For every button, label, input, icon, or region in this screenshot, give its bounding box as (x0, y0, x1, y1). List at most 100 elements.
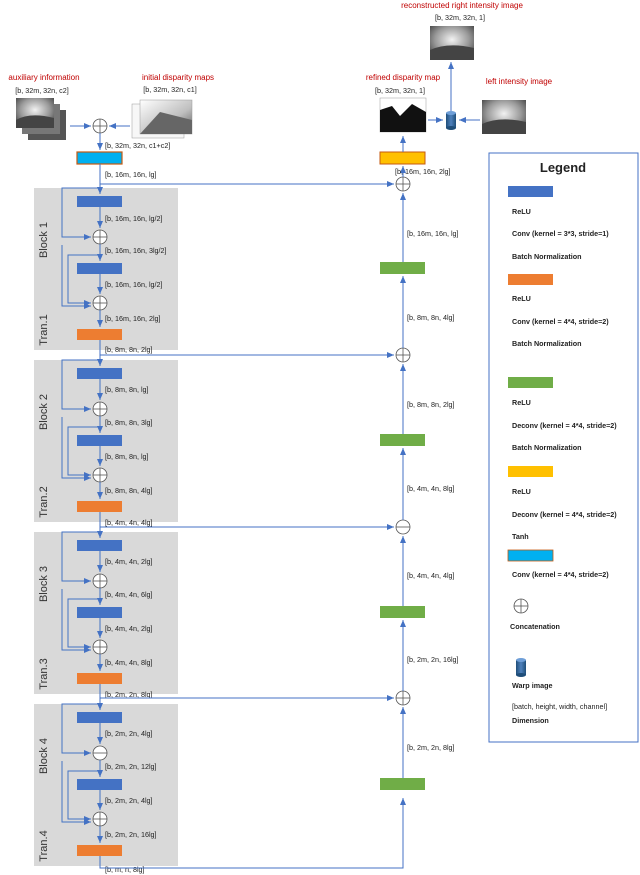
dec-dim-7: [b, 2m, 2n, 8lg] (407, 743, 455, 752)
initial-disparity-maps-label: initial disparity maps (142, 73, 214, 82)
enc-dim-19: [b, 2m, 2n, 16lg] (105, 830, 157, 839)
legend-green-swatch (508, 377, 553, 388)
block2-skip-2 (67, 426, 100, 478)
skip-first-to-decoder (99, 164, 394, 187)
dec-dim-5: [b, 4m, 4n, 4lg] (407, 571, 455, 580)
enc-dim-11: [b, 4m, 4n, 2lg] (105, 557, 153, 566)
block4-skip-2 (67, 770, 100, 822)
legend-blue-line-1: ReLU (512, 207, 531, 216)
block1-concat-2-icon (92, 295, 108, 311)
decoder-deconv-1 (380, 262, 425, 274)
left-intensity-image-label: left intensity image (486, 77, 553, 86)
decoder-final-deconv (379, 151, 426, 165)
decoder-deconv-4 (380, 778, 425, 790)
block2-conv2 (77, 435, 122, 446)
enc-dim-9: [b, 8m, 8n, 4lg] (105, 486, 153, 495)
left-intensity-image (482, 100, 526, 134)
decoder-concat-3-icon (395, 519, 411, 535)
skip-tran1-to-decoder (99, 340, 394, 358)
reconstructed-right-intensity-image-dim: [b, 32m, 32n, 1] (435, 13, 485, 22)
legend-blue-swatch (508, 186, 553, 197)
dec-dim-0: [b, 16m, 16n, 2lg] (395, 167, 451, 176)
legend-yellow-swatch (508, 466, 553, 477)
legend-blue-line-3: Batch Normalization (512, 252, 582, 261)
legend-concatenation-icon (513, 598, 529, 614)
enc-dim-6: [b, 8m, 8n, lg] (105, 385, 149, 394)
auxiliary-information-dim: [b, 32m, 32n, c2] (15, 86, 69, 95)
block3-conv1 (77, 540, 122, 551)
enc-dim-0: [b, 16m, 16n, lg] (105, 170, 157, 179)
block3-conv2 (77, 607, 122, 618)
legend-green-line-3: Batch Normalization (512, 443, 582, 452)
block3-concat-1-icon (92, 573, 108, 589)
block1-concat-1-icon (92, 229, 108, 245)
enc-dim-20: [b, m, n, 8lg] (105, 865, 145, 874)
legend-dimension-format: [batch, height, width, channel] (512, 702, 607, 711)
legend-green-line-2: Deconv (kernel = 4*4, stride=2) (512, 421, 617, 430)
tran4-conv (77, 845, 122, 856)
block4-concat-1-icon (92, 745, 108, 761)
first-conv-layer (76, 151, 123, 165)
tran-label-4: Tran.4 (38, 830, 50, 861)
enc-dim-10: [b, 4m, 4n, 4lg] (105, 518, 153, 527)
tran-label-1: Tran.1 (38, 314, 50, 345)
legend-orange-line-1: ReLU (512, 294, 531, 303)
block4-concat-2-icon (92, 811, 108, 827)
block2-conv1 (77, 368, 122, 379)
block1-conv2 (77, 263, 122, 274)
enc-dim-17: [b, 2m, 2n, 12lg] (105, 762, 157, 771)
legend-concatenation-label: Concatenation (510, 622, 560, 631)
enc-dim-12: [b, 4m, 4n, 6lg] (105, 590, 153, 599)
block3-skip-1 (61, 531, 100, 584)
block3-skip-3 (61, 589, 91, 653)
legend: Legend ReLU Conv (kernel = 3*3, stride=1… (488, 152, 639, 743)
bottleneck-connection (99, 798, 406, 869)
block4-skip-3 (61, 761, 91, 825)
legend-yellow-line-1: ReLU (512, 487, 531, 496)
initial-disparity-maps-dim: [b, 32m, 32n, c1] (143, 85, 197, 94)
enc-dim-14: [b, 4m, 4n, 8lg] (105, 658, 153, 667)
dec-dim-3: [b, 8m, 8n, 2lg] (407, 400, 455, 409)
legend-yellow-line-3: Tanh (512, 532, 529, 541)
legend-green-line-1: ReLU (512, 398, 531, 407)
auxiliary-information-label: auxiliary information (8, 73, 79, 82)
block-label-2: Block 2 (38, 394, 50, 430)
refined-disparity-map-dim: [b, 32m, 32n, 1] (375, 86, 425, 95)
block-label-4: Block 4 (38, 738, 50, 774)
enc-dim-15: [b, 2m, 2n, 8lg] (105, 690, 153, 699)
legend-orange-line-2: Conv (kernel = 4*4, stride=2) (512, 317, 609, 326)
enc-dim-7: [b, 8m, 8n, 3lg] (105, 418, 153, 427)
decoder-concatenation-icons (395, 176, 411, 706)
block4-conv2 (77, 779, 122, 790)
enc-dim-18: [b, 2m, 2n, 4lg] (105, 796, 153, 805)
block4-conv1 (77, 712, 122, 723)
decoder-deconv-3 (380, 606, 425, 618)
refined-disparity-map-image (379, 97, 427, 133)
block-label-3: Block 3 (38, 566, 50, 602)
initial-disparity-maps-image-stack (131, 99, 193, 139)
legend-orange-swatch (508, 274, 553, 285)
enc-dim-16: [b, 2m, 2n, 4lg] (105, 729, 153, 738)
decoder-deconv-2 (380, 434, 425, 446)
reconstructed-right-intensity-image-label: reconstructed right intensity image (401, 1, 523, 10)
tran2-conv (77, 501, 122, 512)
legend-box (488, 152, 639, 743)
dec-dim-2: [b, 8m, 8n, 4lg] (407, 313, 455, 322)
block1-skip-3 (61, 245, 91, 309)
legend-title: Legend (540, 160, 586, 175)
tran-label-2: Tran.2 (38, 486, 50, 517)
legend-warp-label: Warp image (512, 681, 552, 690)
auxiliary-information-image-stack (16, 98, 66, 140)
enc-dim-5: [b, 8m, 8n, 2lg] (105, 345, 153, 354)
enc-dim-3: [b, 16m, 16n, lg/2] (105, 280, 163, 289)
block1-skip-1 (61, 187, 100, 240)
dec-dim-1: [b, 16m, 16n, lg] (407, 229, 459, 238)
tran3-conv (77, 673, 122, 684)
legend-warp-icon (516, 658, 526, 677)
enc-dim-4: [b, 16m, 16n, 2lg] (105, 314, 161, 323)
enc-dim-2: [b, 16m, 16n, 3lg/2] (105, 246, 167, 255)
encoder-decoder-skip-connections (99, 164, 394, 701)
legend-blue-line-2: Conv (kernel = 3*3, stride=1) (512, 229, 609, 238)
legend-cyan-swatch (507, 549, 554, 562)
decoder-concat-2-icon (395, 347, 411, 363)
